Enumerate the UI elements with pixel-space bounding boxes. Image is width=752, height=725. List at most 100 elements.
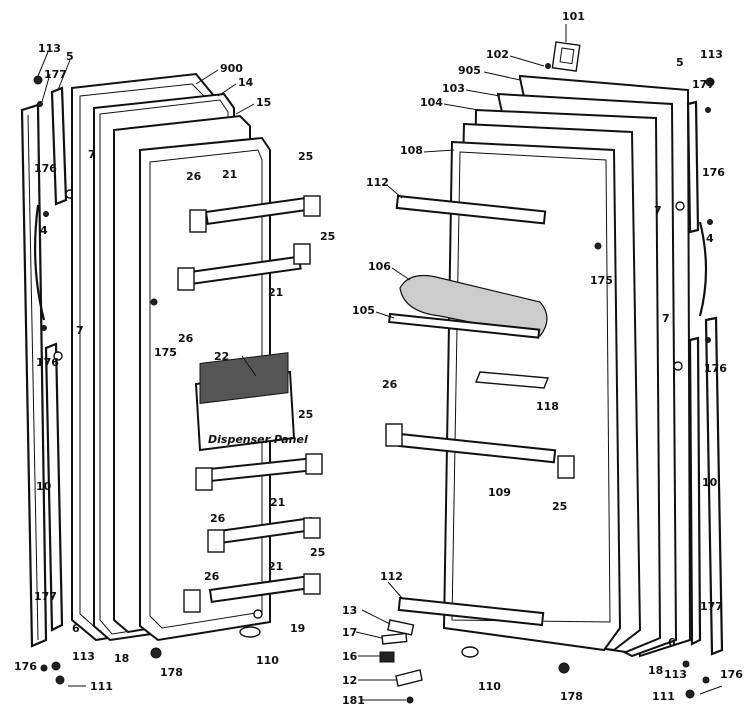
shelf-end-26-1 <box>189 209 207 233</box>
stop-175-right <box>594 242 602 250</box>
label-112-top: 112 <box>366 176 389 189</box>
hinge-113-bottom-right <box>682 660 690 668</box>
hinge-part-13 <box>387 619 415 636</box>
label-13: 13 <box>342 604 357 617</box>
screw-176-upper-left <box>43 211 49 217</box>
label-176-lower-left: 176 <box>36 356 59 369</box>
label-110-right: 110 <box>478 680 501 693</box>
label-7-lower-left: 7 <box>76 324 84 337</box>
label-113-bottom-right: 113 <box>664 668 687 681</box>
screw-113-top-right <box>705 77 715 87</box>
label-109: 109 <box>488 486 511 499</box>
shelf-end-26-5 <box>183 589 201 613</box>
hinge-111-bottom-left <box>55 675 65 685</box>
label-178-right: 178 <box>560 690 583 703</box>
label-176-bottom-right: 176 <box>720 668 743 681</box>
label-103: 103 <box>442 82 465 95</box>
door-shelf-112-top <box>395 194 547 225</box>
label-102: 102 <box>486 48 509 61</box>
label-104: 104 <box>420 96 443 109</box>
label-111-right: 111 <box>652 690 675 703</box>
label-118: 118 <box>536 400 559 413</box>
cap-7-lower-right <box>673 361 683 371</box>
label-21-2: 21 <box>268 286 283 299</box>
dairy-cover-106 <box>399 275 548 337</box>
left-handle-trim-edge <box>27 114 39 641</box>
label-19: 19 <box>290 622 305 635</box>
plug-178-left <box>150 647 162 659</box>
label-101: 101 <box>562 10 585 23</box>
label-10-right: 10 <box>702 476 718 489</box>
hinge-pin-110-right <box>461 646 479 658</box>
screw-176-lower-right <box>705 337 711 343</box>
callout-labels: 113 5 177 900 14 15 7 176 26 21 25 4 25 … <box>14 10 743 707</box>
shelf-end-26-4 <box>207 529 225 553</box>
label-113-top-right: 113 <box>700 48 723 61</box>
label-110-left: 110 <box>256 654 279 667</box>
label-113-top-left: 113 <box>38 42 61 55</box>
label-26-4: 26 <box>204 570 220 583</box>
plug-178-right <box>558 662 570 674</box>
label-10-left: 10 <box>36 480 52 493</box>
label-7-upper-right: 7 <box>654 204 662 217</box>
label-177-top-right: 177 <box>692 78 715 91</box>
shelf-end-25-5 <box>303 573 321 595</box>
stop-175-left <box>150 298 158 306</box>
hinge-part-17 <box>381 632 408 645</box>
label-25-4: 25 <box>310 546 325 559</box>
label-6-right: 6 <box>668 636 676 649</box>
cam-19 <box>253 609 263 619</box>
screw-177-top-left <box>37 101 43 107</box>
right-lower-handle-bracket <box>688 336 702 646</box>
label-5-left: 5 <box>66 50 74 63</box>
label-112-bottom: 112 <box>380 570 403 583</box>
shelf-end-26-right <box>385 423 403 447</box>
label-175-right: 175 <box>590 274 613 287</box>
label-6-left: 6 <box>72 622 80 635</box>
label-5-right: 5 <box>676 56 684 69</box>
badge-101 <box>551 41 581 72</box>
label-108: 108 <box>400 144 423 157</box>
label-21-1: 21 <box>222 168 237 181</box>
hinge-part-12 <box>395 669 423 687</box>
screw-113-top-left <box>33 75 43 85</box>
screw-176-bottom-left <box>40 664 48 672</box>
label-14: 14 <box>238 76 254 89</box>
left-handle-bar <box>33 204 46 321</box>
screw-176-lower-left <box>41 325 47 331</box>
screw-176-upper-right <box>707 219 713 225</box>
label-25-2: 25 <box>320 230 335 243</box>
shelf-end-25-2 <box>293 243 311 265</box>
screw-177-top-right <box>705 107 711 113</box>
label-176-upper-right: 176 <box>702 166 725 179</box>
label-176-lower-right: 176 <box>704 362 727 375</box>
label-18-left: 18 <box>114 652 129 665</box>
label-181: 181 <box>342 694 365 707</box>
label-21-3: 21 <box>270 496 285 509</box>
leader-lines <box>37 24 723 701</box>
inner-door-108-edge <box>451 151 611 623</box>
hinge-113-bottom-left <box>51 661 61 671</box>
label-4-right: 4 <box>706 232 714 245</box>
label-18-right: 18 <box>648 664 663 677</box>
label-113-bottom-left: 113 <box>72 650 95 663</box>
label-176-upper-left: 176 <box>34 162 57 175</box>
tray-118 <box>475 371 549 389</box>
label-177-bottom-right: 177 <box>700 600 723 613</box>
left-upper-handle-bracket <box>50 86 68 206</box>
left-lower-handle-bracket <box>44 342 64 632</box>
label-111-left: 111 <box>90 680 113 693</box>
label-105: 105 <box>352 304 375 317</box>
inner-door-108 <box>442 140 622 652</box>
label-22: 22 <box>214 350 229 363</box>
label-17: 17 <box>342 626 357 639</box>
label-7-upper-left: 7 <box>88 148 96 161</box>
cap-7-lower-left <box>53 351 63 361</box>
cap-7-upper-right <box>675 201 685 211</box>
label-26-right: 26 <box>382 378 398 391</box>
hinge-part-16 <box>379 651 395 663</box>
label-7-lower-right: 7 <box>662 312 670 325</box>
shelf-105 <box>388 312 541 339</box>
label-178-left: 178 <box>160 666 183 679</box>
label-106: 106 <box>368 260 391 273</box>
